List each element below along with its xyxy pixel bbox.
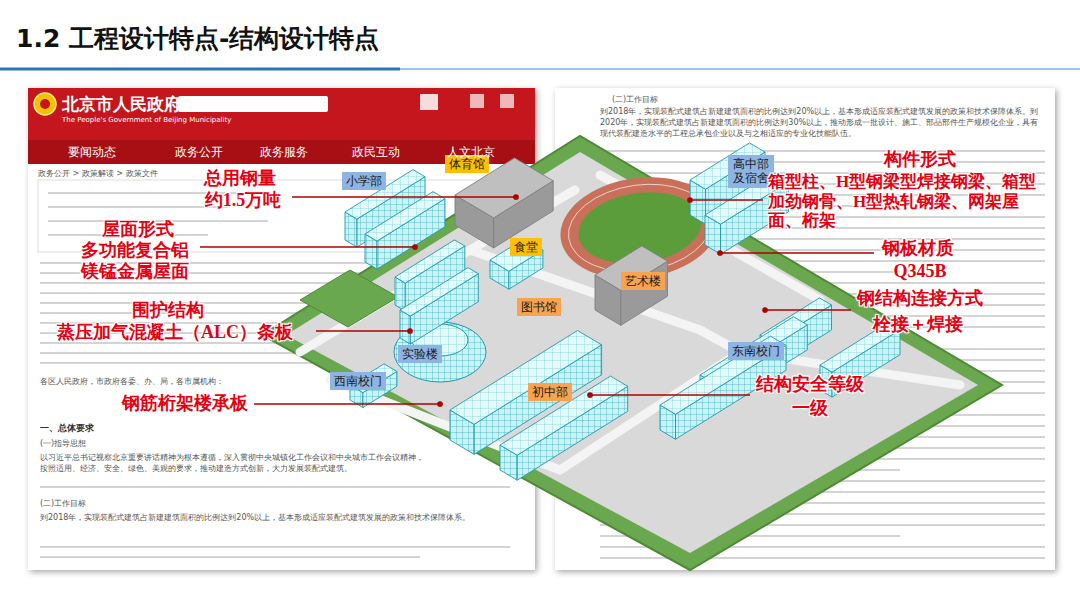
site-name: 北京市人民政府 — [62, 93, 181, 116]
building-block — [595, 246, 668, 325]
slide-title: 1.2 工程设计特点-结构设计特点 — [16, 22, 379, 55]
callout-body: 多功能复合铝 镁锰金属屋面 — [76, 240, 194, 282]
callout-heading: 钢结构连接方式 — [857, 288, 983, 309]
text-line-placeholder — [40, 556, 420, 558]
callout-body: 栓接＋焊接 — [873, 314, 963, 335]
document-heading: (二)工作目标 — [40, 498, 86, 509]
callout-heading: 结构安全等级 — [756, 374, 864, 395]
building-face — [490, 239, 543, 271]
building-face — [500, 376, 628, 455]
building-name: 西南校门 — [334, 374, 382, 388]
building-label: 东南校门 — [728, 342, 784, 360]
building-block — [500, 376, 628, 480]
building-label: 食堂 — [510, 238, 542, 256]
breadcrumb: 政务公开 > 政策解读 > 政策文件 — [38, 168, 158, 179]
callout-heading: 钢筋桁架楼承板 — [122, 393, 248, 414]
document-heading: (一)指导思想 — [40, 438, 86, 449]
document-text: 各区人民政府，市政府各委、办、局，各市属机构： — [40, 376, 224, 387]
building-block — [400, 268, 478, 345]
nav-item: 政民互动 — [352, 144, 400, 161]
building-face — [365, 192, 445, 242]
site-name-en: The People's Government of Beijing Munic… — [62, 116, 231, 124]
callout-heading: 钢板材质 — [882, 238, 954, 259]
document-paragraph: 到2018年，实现装配式建筑占新建建筑面积的比例达到20%以上，基本形成适应装配… — [600, 106, 1045, 140]
building-name: 初中部 — [532, 385, 568, 399]
building-label: 小学部 — [342, 172, 386, 190]
building-name: 实验楼 — [402, 347, 438, 361]
building-face — [400, 268, 478, 317]
nav-item: 要闻动态 — [68, 144, 116, 161]
callout-heading: 屋面形式 — [102, 219, 174, 240]
callout-body: 一级 — [792, 398, 828, 419]
building-name: 艺术楼 — [625, 274, 661, 288]
callout-heading: 围护结构 — [132, 300, 204, 321]
building-name: 食堂 — [514, 240, 538, 254]
nav-item: 政务公开 — [175, 144, 223, 161]
building-label: 艺术楼 — [621, 272, 665, 290]
building-name: 东南校门 — [732, 344, 780, 358]
callout-body: 约1.5万吨 — [205, 190, 282, 211]
text-line-placeholder — [40, 546, 510, 548]
callout-body: 蒸压加气混凝土（ALC）条板 — [57, 322, 293, 343]
building-name: 高中部 及宿舍 — [732, 157, 770, 186]
text-line-placeholder — [600, 150, 1045, 152]
building-label: 图书馆 — [517, 298, 561, 316]
nav-item: 政务服务 — [260, 144, 308, 161]
callout-heading: 总用钢量 — [204, 168, 276, 189]
callout-body: Q345B — [893, 261, 946, 282]
building-label: 实验楼 — [398, 345, 442, 363]
header-rule — [0, 68, 1080, 70]
nav-item: 人文北京 — [447, 144, 495, 161]
building-label: 西南校门 — [330, 372, 386, 390]
text-line-placeholder — [40, 486, 510, 488]
callout-body: 箱型柱、H型钢梁型焊接钢梁、箱型加劲钢骨、H型热轧钢梁、网架屋面、桁架 — [768, 172, 1050, 231]
building-name: 体育馆 — [449, 157, 485, 171]
document-heading: (二)工作目标 — [612, 94, 658, 105]
document-paragraph: 以习近平总书记视察北京重要讲话精神为根本遵循，深入贯彻中央城镇化工作会议和中央城… — [40, 452, 430, 474]
text-line-placeholder — [600, 161, 1045, 163]
building-label: 初中部 — [528, 383, 572, 401]
building-name: 图书馆 — [521, 300, 557, 314]
building-label: 高中部 及宿舍 — [728, 155, 774, 188]
document-paragraph: 到2018年，实现装配式建筑占新建建筑面积的比例达到20%以上，基本形成适应装配… — [40, 512, 520, 523]
building-block — [490, 239, 543, 289]
left-document — [28, 88, 535, 570]
building-name: 小学部 — [346, 174, 382, 188]
text-line-placeholder — [48, 206, 228, 208]
callout-heading: 构件形式 — [884, 149, 956, 170]
building-face — [595, 246, 668, 290]
header-rule-accent — [0, 68, 400, 71]
document-heading: 一、总体要求 — [40, 422, 94, 435]
